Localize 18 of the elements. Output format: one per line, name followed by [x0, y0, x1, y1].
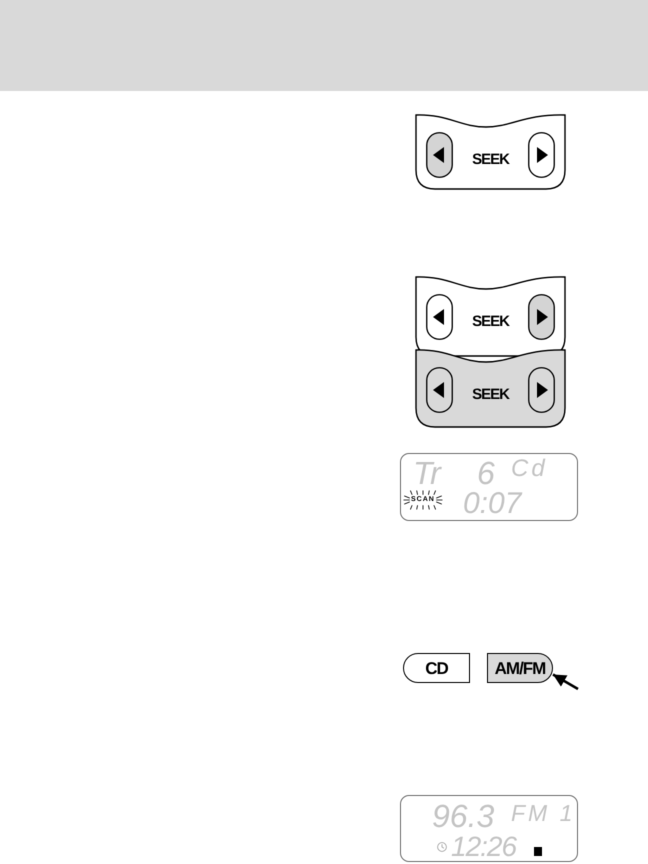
seek-label: SEEK — [472, 152, 509, 167]
lcd-segment-text: 0:07 — [463, 489, 522, 519]
lcd-segment-text: 6 — [477, 457, 495, 489]
lcd-display — [400, 795, 578, 862]
pointer-arrow — [552, 673, 579, 690]
lcd-segment-text: Tr — [413, 457, 441, 489]
lcd-segment-text: 96.3 — [432, 800, 494, 832]
lcd-segment-text: FM 1 — [511, 802, 576, 825]
lcd-segment-text: 12:26 — [451, 833, 516, 861]
source-key: CD — [403, 653, 470, 683]
seek-control-panel — [415, 275, 566, 357]
seek-label: SEEK — [472, 314, 509, 329]
lcd-segment-text: Cd — [511, 457, 548, 481]
seek-label: SEEK — [472, 387, 509, 402]
seek-control-panel — [415, 113, 566, 190]
seek-control-panel — [415, 348, 566, 428]
source-key: AM/FM — [487, 653, 553, 683]
lcd-display — [400, 453, 578, 521]
